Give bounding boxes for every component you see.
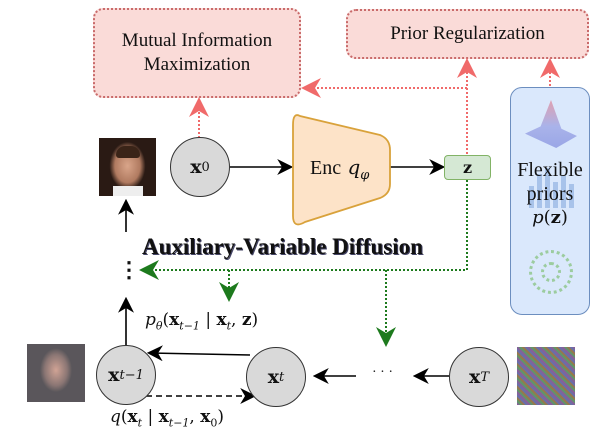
reverse-z: z [241,310,252,330]
collar [113,186,143,196]
pure-noise-image [517,347,575,405]
priors-formula: p(z) [532,207,568,228]
vertical-ellipsis: ⋮ [118,257,140,282]
forward-x1: x [127,407,138,427]
node-xt-minus-1-sub: t−1 [119,367,144,383]
forward-equation: q(xt | xt−1, x0) [110,407,225,430]
flexible-priors-panel: Flexible priors p(z) [510,87,590,315]
histogram-icon [529,166,577,208]
gaussian-surface-icon [525,100,577,148]
latent-z-box: z [444,155,491,180]
clean-face-image [99,138,156,196]
latent-z-label: z [462,158,473,177]
forward-func: q [110,407,121,427]
section-title: Auxiliary-Variable Diffusion [142,234,423,259]
node-xT-base: x [469,366,481,388]
priors-line1: Flexible [517,159,583,181]
node-xt-sub: t [279,369,285,385]
prior-regularization-box: Prior Regularization [346,9,589,59]
encoder-func: q [347,155,361,179]
reverse-equation: pθ(xt−1 | xt, z) [145,310,259,333]
forward-x2: x [158,407,169,427]
mutual-information-box: Mutual Information Maximization [93,8,301,98]
node-x0-sub: 0 [201,159,210,175]
node-xt-minus-1-base: x [108,364,120,386]
priors-arg: z [550,207,561,228]
encoder-shape [292,114,391,226]
mutual-information-line1: Mutual Information [121,30,273,51]
reverse-x2: x [216,310,227,330]
reverse-x1-sub: t−1 [179,319,200,333]
forward-x1-sub: t [137,416,143,430]
noisy-face-image [27,344,85,402]
priors-line2: priors [526,183,574,205]
forward-x3: x [200,407,211,427]
node-xt-base: x [267,366,280,388]
reverse-x2-sub: t [226,319,232,333]
forward-x3-sub: 0 [210,416,218,430]
spiral-icon [529,250,573,294]
encoder-text: Enc [310,157,342,179]
horizontal-ellipsis: · · · [372,365,393,380]
mutual-information-line2: Maximization [143,54,251,75]
prior-regularization-label: Prior Regularization [390,23,545,44]
xt-to-xt1-arrow [146,345,251,362]
node-x0-base: x [190,156,202,178]
priors-func: p [532,207,544,228]
reverse-func: p [145,310,156,330]
priors-text: Flexible priors p(z) [511,158,589,230]
reverse-sub: θ [155,319,163,333]
reverse-x1: x [169,310,180,330]
node-xT-sub: T [480,369,489,385]
encoder-sub: φ [360,168,370,183]
z-to-diffusion-arrow [139,180,468,280]
hair [116,146,140,158]
forward-x2-sub: t−1 [168,416,190,430]
encoder-label: Enc qφ [310,155,369,183]
